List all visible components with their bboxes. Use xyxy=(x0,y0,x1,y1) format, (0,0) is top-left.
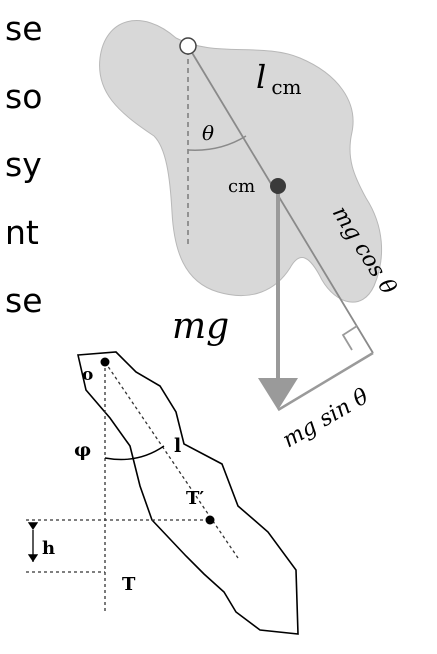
phi-label: φ xyxy=(74,439,91,461)
mg-label: mg xyxy=(172,306,229,347)
text-fragment-3: sy xyxy=(5,145,42,184)
o-label: o xyxy=(82,365,93,385)
pendulum-body-outline xyxy=(77,351,299,635)
pivot-dot-o xyxy=(100,357,110,367)
text-fragment-1: se xyxy=(5,9,43,48)
h-label: h xyxy=(42,538,55,559)
t-label: T xyxy=(122,574,136,595)
pivot-point xyxy=(179,37,197,55)
rigid-body-shape xyxy=(99,20,383,303)
pivot-to-cm-line xyxy=(187,45,374,354)
physical-pendulum-diagram: θ l cm cm mg mg cos θ mg sin θ xyxy=(99,20,401,453)
text-fragment-5: se xyxy=(5,281,43,320)
compound-pendulum-diagram: o φ l T′ h T xyxy=(26,351,299,635)
text-fragment-4: nt xyxy=(5,213,39,252)
phi-arc xyxy=(104,445,165,461)
l-label: l xyxy=(174,435,181,457)
right-angle-marker xyxy=(341,325,358,351)
l-subscript: cm xyxy=(271,75,301,99)
theta-label: θ xyxy=(202,121,214,145)
l-cm-label: l cm xyxy=(256,58,302,99)
l-symbol: l xyxy=(256,58,266,96)
center-of-mass-dot xyxy=(270,178,286,194)
t-prime-label: T′ xyxy=(186,488,204,509)
t-prime-dot xyxy=(205,515,215,525)
text-fragment-2: so xyxy=(5,77,43,116)
mg-sin-label: mg sin θ xyxy=(279,384,373,453)
cm-label: cm xyxy=(228,176,255,197)
mg-sin-component xyxy=(277,351,374,412)
theta-arc xyxy=(187,135,247,151)
